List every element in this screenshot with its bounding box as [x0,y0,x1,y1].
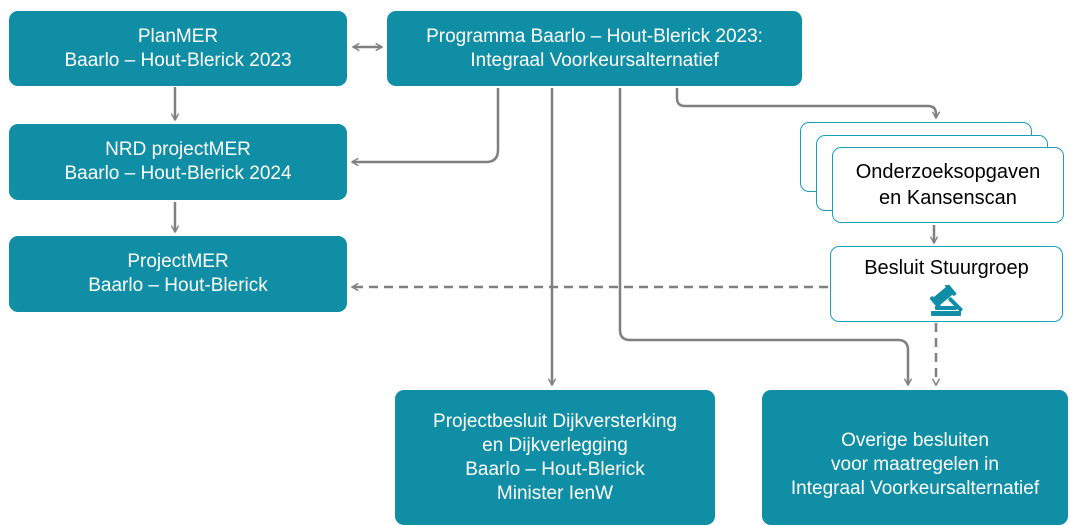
projectmer-box: ProjectMER Baarlo – Hout-Blerick [9,236,347,312]
projectbesluit-line-3: Baarlo – Hout-Blerick [465,458,645,480]
planmer-line-2: Baarlo – Hout-Blerick 2023 [64,49,292,71]
programma-line-1: Programma Baarlo – Hout-Blerick 2023: [426,25,763,47]
onderzoek-card: Onderzoeksopgaven en Kansenscan [832,147,1064,223]
overige-line-1: Overige besluiten [841,429,989,451]
onderzoek-line-2: en Kansenscan [879,187,1017,209]
projectbesluit-box: Projectbesluit Dijkversterking en Dijkve… [395,390,715,525]
projectbesluit-line-2: en Dijkverlegging [482,434,628,456]
programma-line-2: Integraal Voorkeursalternatief [470,49,719,71]
projectbesluit-line-1: Projectbesluit Dijkversterking [433,410,677,432]
nrd-box: NRD projectMER Baarlo – Hout-Blerick 202… [9,124,347,200]
overige-box: Overige besluiten voor maatregelen in In… [762,390,1068,525]
connector-programma-onderzoek [675,88,941,120]
connector-programma-nrd [350,88,500,167]
gavel-icon [927,283,967,324]
stuurgroep-card: Besluit Stuurgroep [830,246,1063,322]
projectmer-line-2: Baarlo – Hout-Blerick [88,275,268,296]
nrd-line-2: Baarlo – Hout-Blerick 2024 [64,163,292,184]
connector-programma-overige [618,88,913,387]
planmer-line-1: PlanMER [137,25,219,47]
stuurgroep-label: Besluit Stuurgroep [864,257,1029,279]
programma-box: Programma Baarlo – Hout-Blerick 2023: In… [387,11,802,86]
nrd-line-1: NRD projectMER [105,139,251,160]
planmer-box: PlanMER Baarlo – Hout-Blerick 2023 [9,11,347,86]
projectbesluit-line-4: Minister IenW [496,482,614,504]
overige-line-3: Integraal Voorkeursalternatief [790,477,1040,499]
overige-line-2: voor maatregelen in [831,453,999,475]
onderzoek-line-1: Onderzoeksopgaven [855,161,1041,183]
projectmer-line-1: ProjectMER [127,251,229,272]
